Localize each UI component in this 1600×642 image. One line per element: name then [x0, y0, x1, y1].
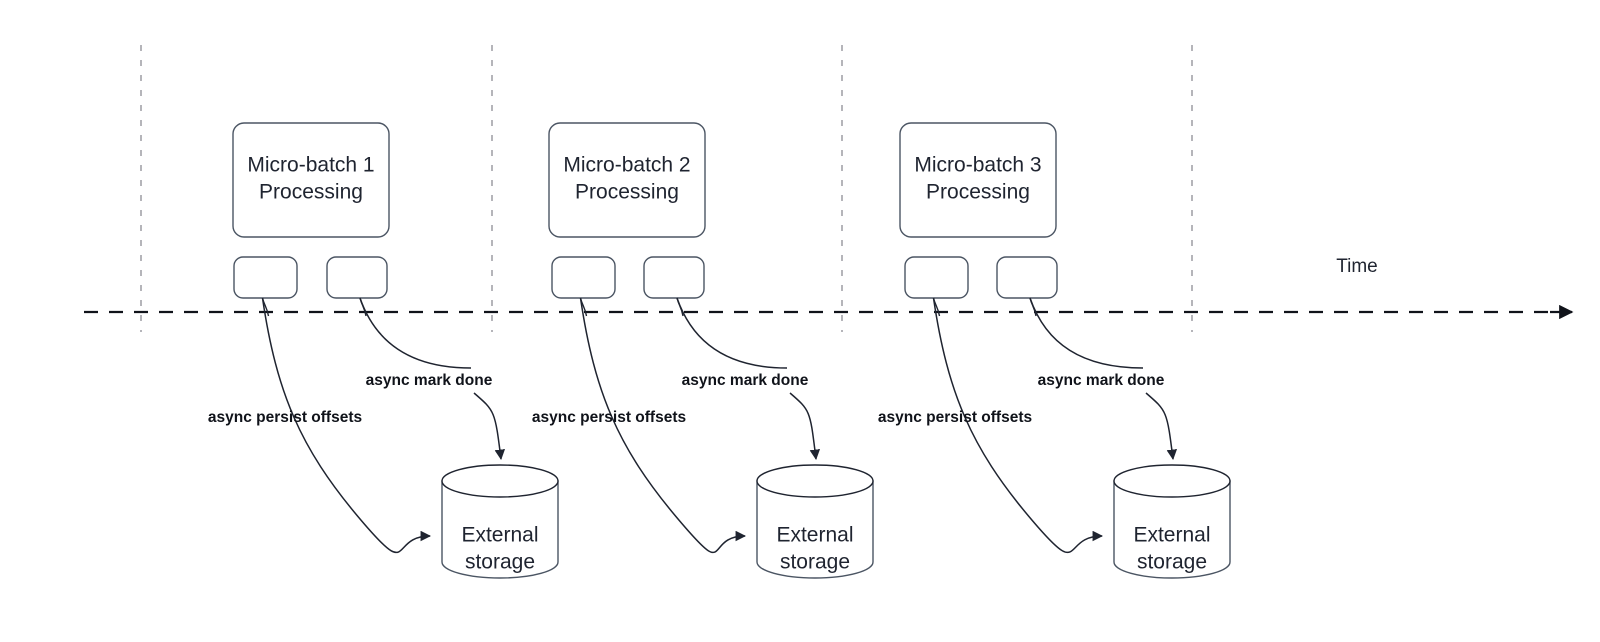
external-storage-subtitle: storage [465, 551, 535, 574]
async-mark-done-edge [1029, 297, 1173, 459]
async-persist-offsets-label: async persist offsets [532, 409, 686, 426]
external-storage-cylinder-body[interactable] [441, 480, 559, 579]
external-storage-cylinder-top [441, 464, 559, 498]
micro-batch-processing-box[interactable] [899, 122, 1057, 238]
timeline-axis-group: Time [84, 256, 1574, 320]
offset-commit-tick-stem [579, 297, 588, 317]
mark-done-tick-stem [1029, 297, 1037, 317]
mark-done-tick-stem [676, 297, 684, 317]
async-persist-offsets-edge [579, 297, 747, 554]
offset-commit-tick-box[interactable] [233, 256, 298, 299]
external-storage-title: External [1133, 524, 1210, 547]
micro-batch-title: Micro-batch 1 [247, 154, 374, 177]
external-storage-cylinder-top [1113, 464, 1231, 498]
async-persist-offsets-edge [261, 297, 432, 554]
external-storage-title: External [461, 524, 538, 547]
micro-batch-subtitle: Processing [259, 181, 363, 204]
async-persist-offsets-label: async persist offsets [878, 409, 1032, 426]
micro-batch-title: Micro-batch 3 [914, 154, 1041, 177]
time-axis-label: Time [1336, 256, 1378, 277]
micro-batch-processing-box[interactable] [548, 122, 706, 238]
async-mark-done-edge [676, 297, 816, 459]
external-storage-subtitle: storage [1137, 551, 1207, 574]
external-storage-cylinder-top [756, 464, 874, 498]
external-storage-cylinder-body[interactable] [756, 480, 874, 579]
batch-boundaries [140, 45, 1193, 332]
async-mark-done-label: async mark done [366, 372, 493, 389]
mark-done-tick-box[interactable] [326, 256, 388, 299]
async-mark-done-label: async mark done [1038, 372, 1165, 389]
mark-done-tick-stem [359, 297, 367, 317]
offset-commit-tick-box[interactable] [551, 256, 616, 299]
external-storage-subtitle: storage [780, 551, 850, 574]
async-mark-done-edge [359, 297, 501, 459]
external-storage-title: External [776, 524, 853, 547]
micro-batch-title: Micro-batch 2 [563, 154, 690, 177]
external-storage-cylinder-body[interactable] [1113, 480, 1231, 579]
offset-commit-tick-box[interactable] [904, 256, 969, 299]
offset-commit-tick-stem [932, 297, 941, 317]
micro-batch-subtitle: Processing [575, 181, 679, 204]
async-persist-offsets-label: async persist offsets [208, 409, 362, 426]
micro-batch-processing-box[interactable] [232, 122, 390, 238]
offset-commit-tick-stem [261, 297, 270, 317]
mark-done-tick-box[interactable] [643, 256, 705, 299]
mark-done-tick-box[interactable] [996, 256, 1058, 299]
async-persist-offsets-edge [932, 297, 1104, 554]
async-mark-done-label: async mark done [682, 372, 809, 389]
micro-batch-subtitle: Processing [926, 181, 1030, 204]
